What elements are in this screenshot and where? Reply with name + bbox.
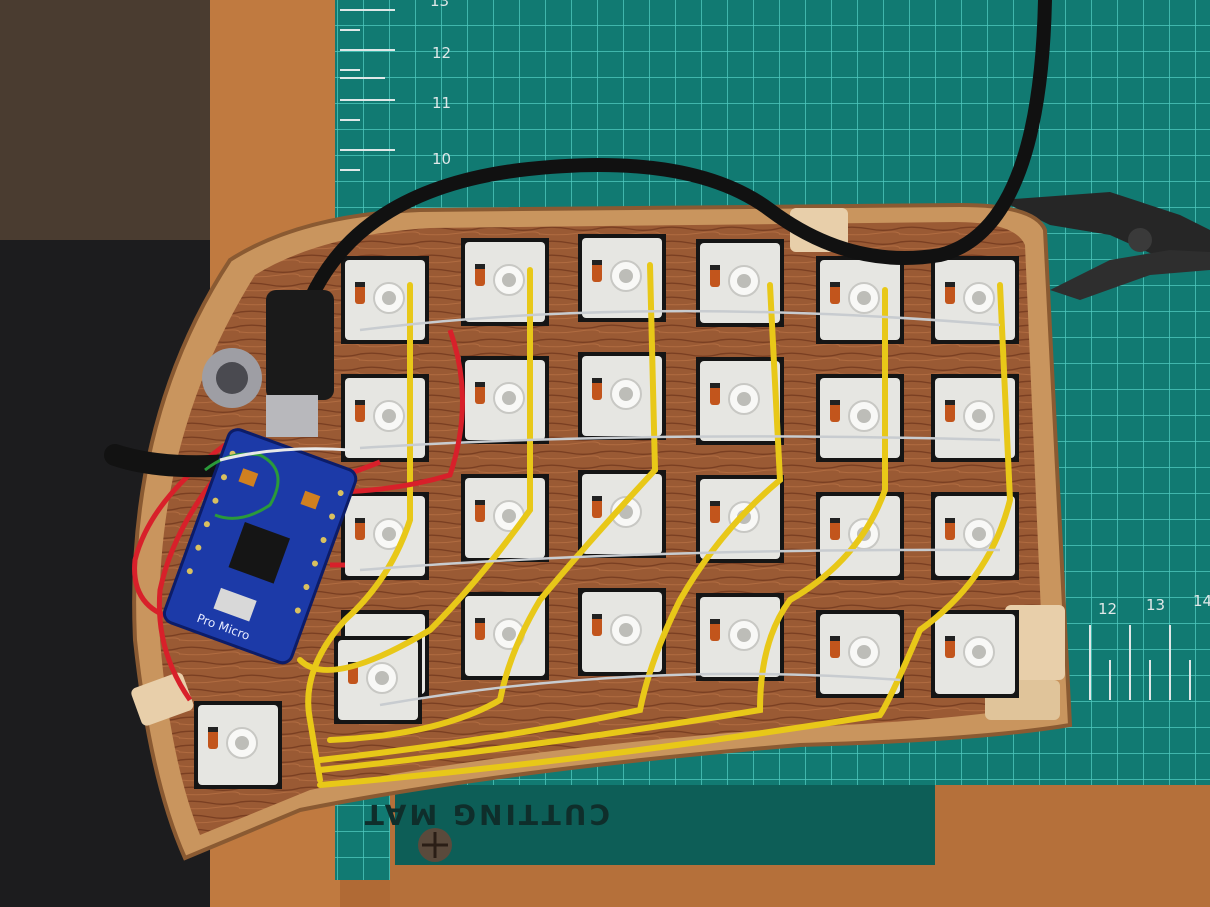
ruler-top — [340, 9, 395, 171]
diode — [475, 500, 485, 522]
key-switch — [931, 256, 1019, 344]
cutting-mat-brand: CUTTING MAT — [362, 798, 610, 831]
key-switch — [461, 356, 549, 444]
usb-cable — [303, 0, 1052, 307]
diode — [475, 618, 485, 640]
ruler-right-12: 12 — [1098, 600, 1117, 618]
key-switch — [461, 238, 549, 326]
key-switch — [194, 701, 282, 789]
usb-connector — [266, 290, 334, 400]
spacer-block — [1005, 605, 1065, 680]
diode — [945, 636, 955, 658]
key-switch — [461, 592, 549, 680]
key-switch — [931, 610, 1019, 698]
diode — [355, 400, 365, 422]
screw — [418, 828, 452, 862]
row-wire — [359, 309, 1001, 332]
reset-button — [202, 348, 262, 408]
column-wire — [297, 267, 533, 673]
diode — [475, 382, 485, 404]
diode — [592, 496, 602, 518]
ruler-top-13: 13 — [430, 0, 449, 10]
ruler-right-13: 13 — [1146, 596, 1165, 614]
key-switch — [816, 256, 904, 344]
diode — [592, 378, 602, 400]
cutting-mat-bottom-strip — [395, 785, 935, 865]
key-switch — [696, 593, 784, 681]
diode — [710, 265, 720, 287]
diode — [945, 518, 955, 540]
diode — [355, 282, 365, 304]
key-switch — [816, 374, 904, 462]
pliers — [1000, 192, 1210, 300]
spacer-block — [131, 672, 194, 726]
diode — [592, 260, 602, 282]
key-switch — [334, 636, 422, 724]
diode — [710, 383, 720, 405]
key-switch — [696, 357, 784, 445]
diode — [710, 619, 720, 641]
diode — [830, 518, 840, 540]
key-switch — [816, 610, 904, 698]
key-switch — [341, 256, 429, 344]
key-switch — [578, 470, 666, 558]
usb-plug — [266, 395, 318, 437]
column-wire — [317, 282, 1014, 788]
key-switch — [461, 474, 549, 562]
diode — [945, 400, 955, 422]
trrs-cable — [104, 444, 241, 478]
column-wire — [305, 282, 413, 783]
diode — [475, 264, 485, 286]
diode — [208, 727, 218, 749]
diode — [592, 614, 602, 636]
ruler-top-11: 11 — [432, 94, 451, 112]
diode — [830, 282, 840, 304]
ruler-top-12: 12 — [432, 44, 451, 62]
column-wire — [327, 262, 659, 743]
column-wire — [317, 282, 784, 763]
row-wire — [379, 672, 901, 707]
ruler-right — [1089, 625, 1191, 700]
column-wire — [317, 287, 888, 773]
diode — [710, 501, 720, 523]
ruler-top-10: 10 — [432, 150, 451, 168]
key-switch — [341, 492, 429, 580]
pro-micro-board: Pro Micro — [162, 428, 358, 665]
row-wire — [359, 548, 1001, 572]
row-wire — [359, 435, 1001, 450]
diode — [355, 518, 365, 540]
key-switch — [931, 492, 1019, 580]
column-wires — [297, 262, 1014, 788]
signal-wires — [204, 447, 351, 520]
key-switch — [341, 374, 429, 462]
diode — [830, 400, 840, 422]
diode — [945, 282, 955, 304]
diode — [830, 636, 840, 658]
ruler-right-14: 14 — [1193, 592, 1210, 610]
